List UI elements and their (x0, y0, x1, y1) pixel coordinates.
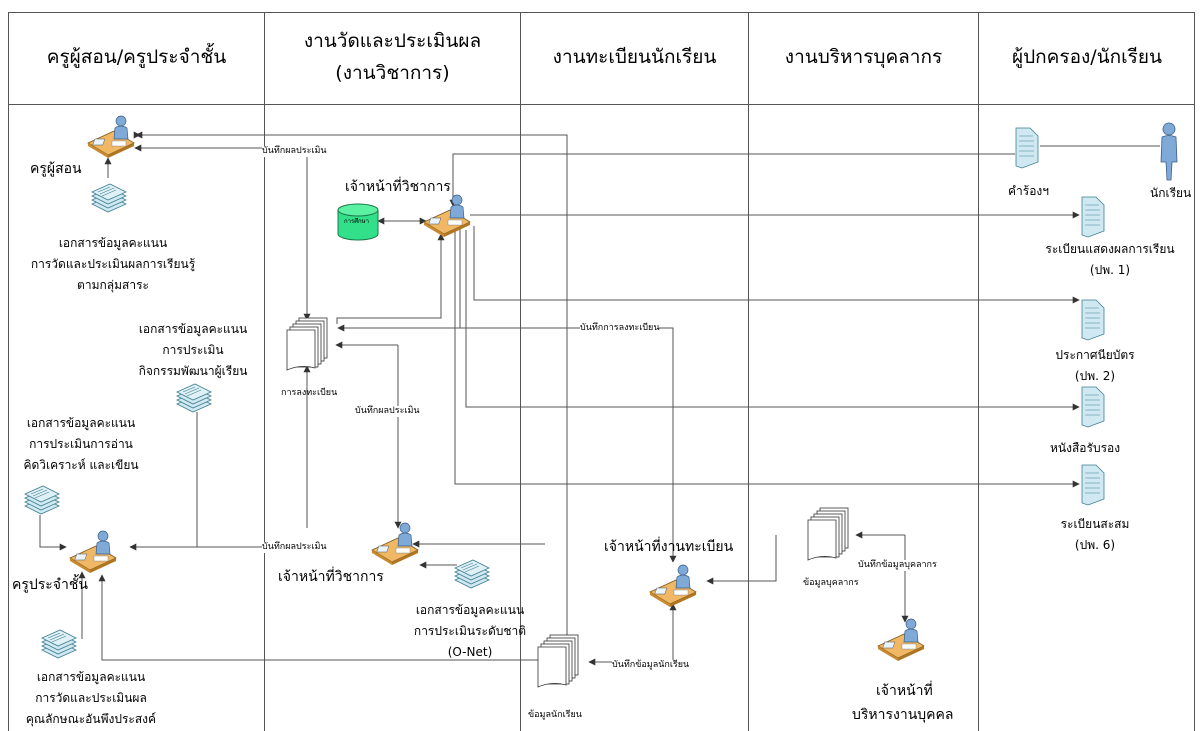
student-icon (1160, 122, 1178, 181)
database-icon (337, 203, 379, 241)
edge-label-record-eval-bottom: บันทึกผลประเมิน (262, 542, 327, 553)
swimlane-frame (8, 12, 1195, 731)
letter-label: หนังสือรับรอง (1050, 441, 1121, 455)
letter-document-icon (1081, 386, 1105, 428)
lane-header-registrar: งานทะเบียนนักเรียน (552, 46, 717, 68)
homeroom-teacher-label: ครูประจำชั้น (12, 577, 88, 593)
cumulative-document-icon (1081, 464, 1105, 506)
hr-officer-label-line1: เจ้าหน้าที่ (876, 683, 933, 699)
edge-label-record-registration: บันทึกการลงทะเบียน (580, 323, 660, 334)
lane-header-assessment: งานวัดและประเมินผล (งานวิชาการ) (303, 30, 482, 84)
lane-header-parent-student: ผู้ปกครอง/นักเรียน (1011, 46, 1162, 68)
registration-store-label: การลงทะเบียน (281, 388, 338, 398)
lane-header-hr: งานบริหารบุคลากร (784, 46, 943, 68)
edge-label-record-eval-top: บันทึกผลประเมิน (262, 146, 327, 157)
registrar-officer-label: เจ้าหน้าที่งานทะเบียน (604, 539, 734, 555)
academic-officer-2-label: เจ้าหน้าที่วิชาการ (278, 569, 384, 585)
teacher-label: ครูผู้สอน (30, 161, 82, 177)
document-stack-icon (91, 183, 127, 213)
certificate-label: ประกาศนียบัตร(ปพ. 2) (1055, 348, 1135, 383)
academic-officer-desk-icon (423, 194, 471, 238)
onet-scores-label: เอกสารข้อมูลคะแนนการประเมินระดับชาติ(O-N… (413, 603, 527, 659)
database-label: การศึกษา (344, 218, 369, 225)
registrar-desk-icon (649, 564, 697, 608)
document-stack-icon (176, 383, 212, 413)
reading-scores-label: เอกสารข้อมูลคะแนนการประเมินการอ่านคิดวิเ… (23, 416, 139, 472)
personnel-data-store-label: ข้อมูลบุคลากร (803, 578, 859, 588)
document-stack-icon (454, 559, 490, 589)
connectors (39, 131, 1160, 666)
edge-label-record-personnel: บันทึกข้อมูลบุคลากร (858, 560, 937, 571)
student-data-store-label: ข้อมูลนักเรียน (528, 710, 582, 720)
homeroom-desk-icon (69, 530, 117, 574)
student-label: นักเรียน (1150, 186, 1192, 200)
transcript-document-icon (1081, 196, 1105, 238)
document-stack-icon (41, 629, 77, 659)
request-document-icon (1015, 127, 1039, 169)
student-data-store-icon (537, 634, 579, 688)
hr-officer-desk-icon (877, 618, 925, 662)
academic-officer-label: เจ้าหน้าที่วิชาการ (345, 179, 451, 195)
hr-officer-label-line2: บริหารงานบุคคล (852, 707, 954, 723)
transcript-label: ระเบียนแสดงผลการเรียน(ปพ. 1) (1045, 242, 1175, 277)
subject-scores-label: เอกสารข้อมูลคะแนนการวัดและประเมินผลการเร… (30, 236, 196, 292)
teacher-desk-icon (87, 115, 135, 159)
edge-label-record-student: บันทึกข้อมูลนักเรียน (612, 660, 690, 671)
cumulative-label: ระเบียนสะสม(ปพ. 6) (1060, 517, 1130, 552)
personnel-data-store-icon (807, 507, 849, 561)
character-scores-label: เอกสารข้อมูลคะแนนการวัดและประเมินผลคุณลั… (25, 670, 157, 726)
edge-label-record-eval-mid: บันทึกผลประเมิน (355, 406, 420, 417)
lane-header-teacher: ครูผู้สอน/ครูประจำชั้น (46, 46, 227, 68)
edge-request (449, 153, 1015, 207)
certificate-document-icon (1081, 299, 1105, 341)
registration-store-icon (286, 317, 328, 371)
document-stack-icon (24, 485, 60, 515)
academic-officer-2-desk-icon (371, 522, 419, 566)
request-label: คำร้องฯ (1008, 184, 1050, 198)
activity-scores-label: เอกสารข้อมูลคะแนนการประเมินกิจกรรมพัฒนาผ… (138, 322, 248, 378)
